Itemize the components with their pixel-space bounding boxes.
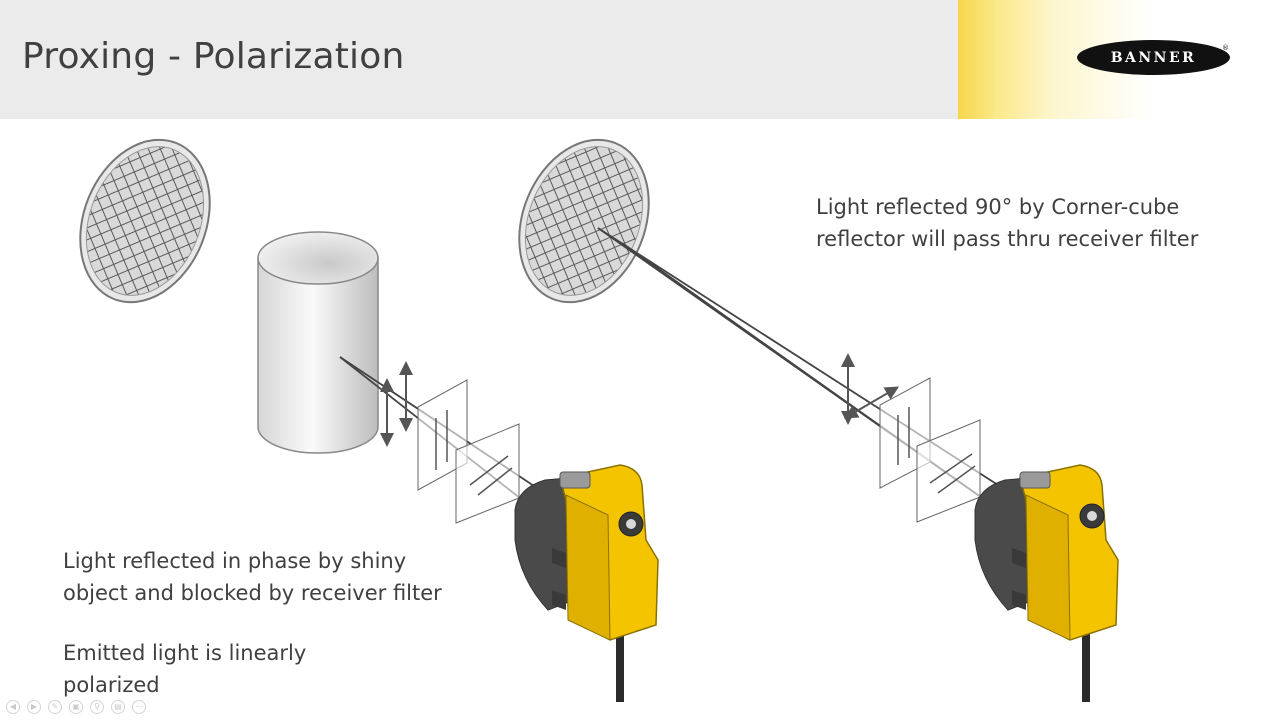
pen-icon[interactable]: ✎ (48, 700, 62, 714)
logo-registered-mark: ® (1222, 44, 1229, 52)
caption-shiny-object-line1: Light reflected in phase by shiny (63, 549, 407, 573)
caption-emitted-light-line1: Emitted light is linearly (63, 641, 307, 665)
caption-emitted-light-line2: polarized (63, 673, 160, 697)
caption-shiny-object: Light reflected in phase by shiny object… (63, 545, 442, 609)
slideshow-controls: ◀ ▶ ✎ ▣ ⚲ ▤ ⋯ (6, 700, 146, 714)
shiny-cylinder (257, 231, 379, 454)
caption-corner-cube: Light reflected 90° by Corner-cube refle… (816, 191, 1198, 255)
caption-shiny-object-line2: object and blocked by receiver filter (63, 581, 442, 605)
banner-logo: BANNER (1077, 40, 1230, 75)
caption-corner-cube-line2: reflector will pass thru receiver filter (816, 227, 1199, 251)
logo-text: BANNER (1110, 49, 1197, 66)
subtitle-icon[interactable]: ▤ (111, 700, 125, 714)
next-icon[interactable]: ▶ (27, 700, 41, 714)
caption-emitted-light: Emitted light is linearly polarized (63, 637, 306, 701)
left-photoelectric-sensor (514, 464, 659, 702)
prev-icon[interactable]: ◀ (6, 700, 20, 714)
right-photoelectric-sensor (974, 464, 1119, 702)
reflector-left (79, 138, 211, 304)
slide-title: Proxing - Polarization (22, 36, 405, 77)
caption-corner-cube-line1: Light reflected 90° by Corner-cube (816, 195, 1180, 219)
reflector-right (518, 138, 650, 304)
slides-icon[interactable]: ▣ (69, 700, 83, 714)
left-polarizing-filters (417, 379, 520, 524)
polarization-diagram (79, 138, 1119, 702)
right-polarizing-filters (879, 377, 981, 523)
more-icon[interactable]: ⋯ (132, 700, 146, 714)
left-polarization-arrows (380, 361, 413, 447)
right-polarization-arrows (841, 353, 900, 425)
zoom-icon[interactable]: ⚲ (90, 700, 104, 714)
